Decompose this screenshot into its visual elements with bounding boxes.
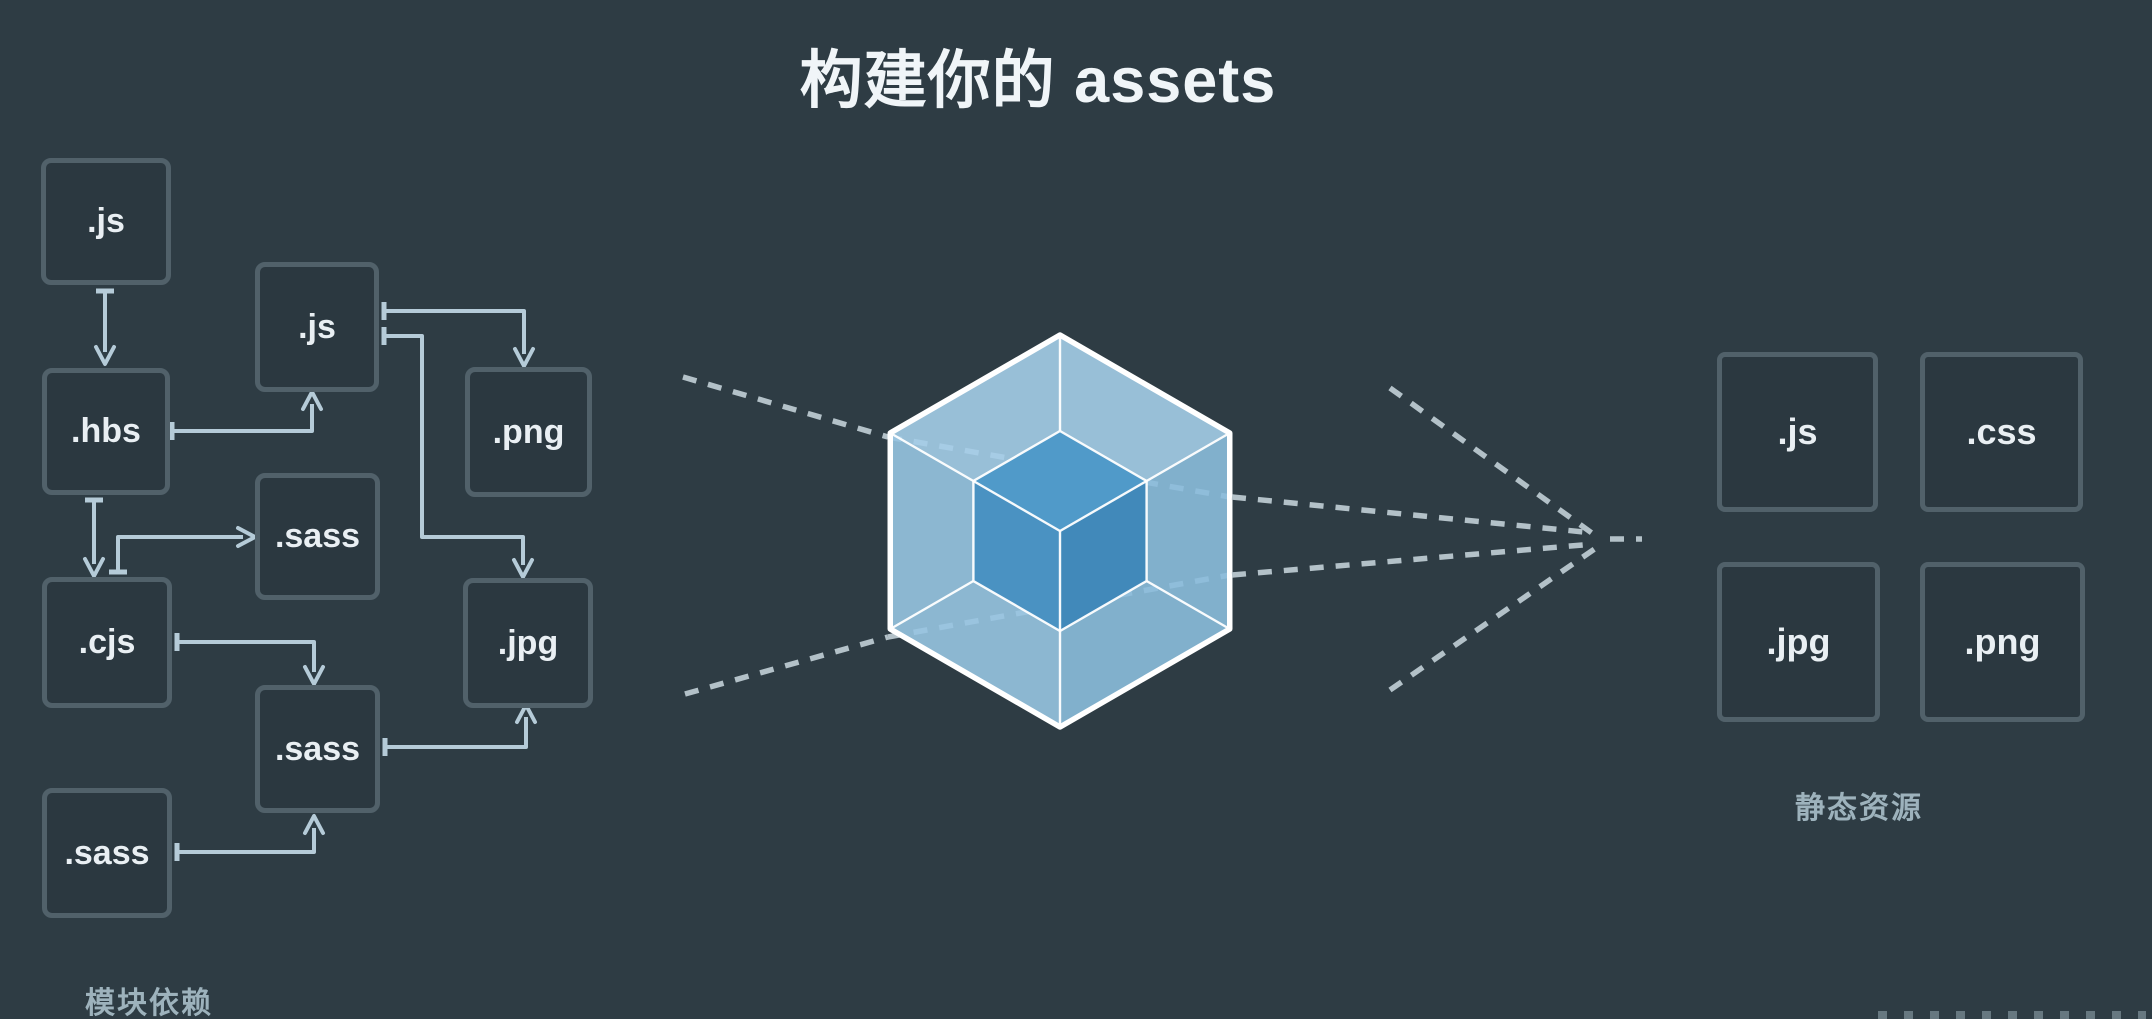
clipped-text-fragment <box>1878 1011 2146 1019</box>
file-node-sass-3: .sass <box>42 788 172 918</box>
file-node-label: .js <box>87 202 125 240</box>
file-node-sass-1: .sass <box>255 473 380 600</box>
file-node-css-out: .css <box>1920 352 2083 512</box>
file-node-label: .js <box>1777 411 1818 452</box>
left-section-caption: 模块依赖 <box>85 987 213 1019</box>
file-node-js-out: .js <box>1717 352 1878 512</box>
file-node-label: .png <box>1964 621 2041 662</box>
dotted-line-in <box>684 634 889 697</box>
dotted-line-out <box>1231 494 1595 536</box>
edge-sass-2-to-jpg-1 <box>382 703 537 756</box>
edge-hbs-1-to-js-2 <box>169 390 323 440</box>
file-node-label: .jpg <box>1766 621 1831 662</box>
file-node-label: .cjs <box>78 623 136 661</box>
file-node-sass-2: .sass <box>255 685 380 813</box>
file-node-label: .js <box>298 307 336 346</box>
dependency-arrows <box>83 288 537 861</box>
edge-cjs-1-to-sass-2 <box>174 633 325 686</box>
edge-js-1-to-hbs-1 <box>94 288 116 366</box>
dotted-line-out <box>1388 545 1598 693</box>
dotted-line-in <box>682 374 889 440</box>
edge-hbs-1-to-cjs-1 <box>83 497 105 578</box>
edge-js-2-to-jpg-1 <box>381 327 534 579</box>
right-section-caption: 静态资源 <box>1795 792 1923 825</box>
file-node-label: .jpg <box>497 623 559 662</box>
file-node-label: .hbs <box>71 412 141 450</box>
file-node-js-2: .js <box>255 262 379 392</box>
file-node-label: .sass <box>274 517 361 555</box>
file-node-cjs-1: .cjs <box>42 577 172 708</box>
file-node-jpg-out: .jpg <box>1717 562 1880 722</box>
edge-cjs-1-to-sass-1 <box>109 526 257 575</box>
edge-js-2-to-png-1 <box>381 302 535 368</box>
dotted-line-out <box>1388 385 1598 539</box>
file-node-label: .css <box>1966 411 2037 452</box>
dotted-line-out <box>1231 541 1595 578</box>
file-node-png-1: .png <box>465 367 592 497</box>
file-node-hbs-1: .hbs <box>42 368 170 495</box>
file-node-label: .sass <box>64 833 150 872</box>
dotted-output-lines <box>1231 385 1642 693</box>
file-node-label: .png <box>492 412 565 451</box>
page-title: 构建你的 assets <box>799 46 1277 116</box>
file-node-png-out: .png <box>1920 562 2085 722</box>
file-node-jpg-1: .jpg <box>463 578 593 708</box>
edge-sass-3-to-sass-2 <box>174 814 325 861</box>
webpack-cube-icon <box>887 332 1233 730</box>
file-node-js-1: .js <box>41 158 171 285</box>
file-node-label: .sass <box>274 729 361 768</box>
